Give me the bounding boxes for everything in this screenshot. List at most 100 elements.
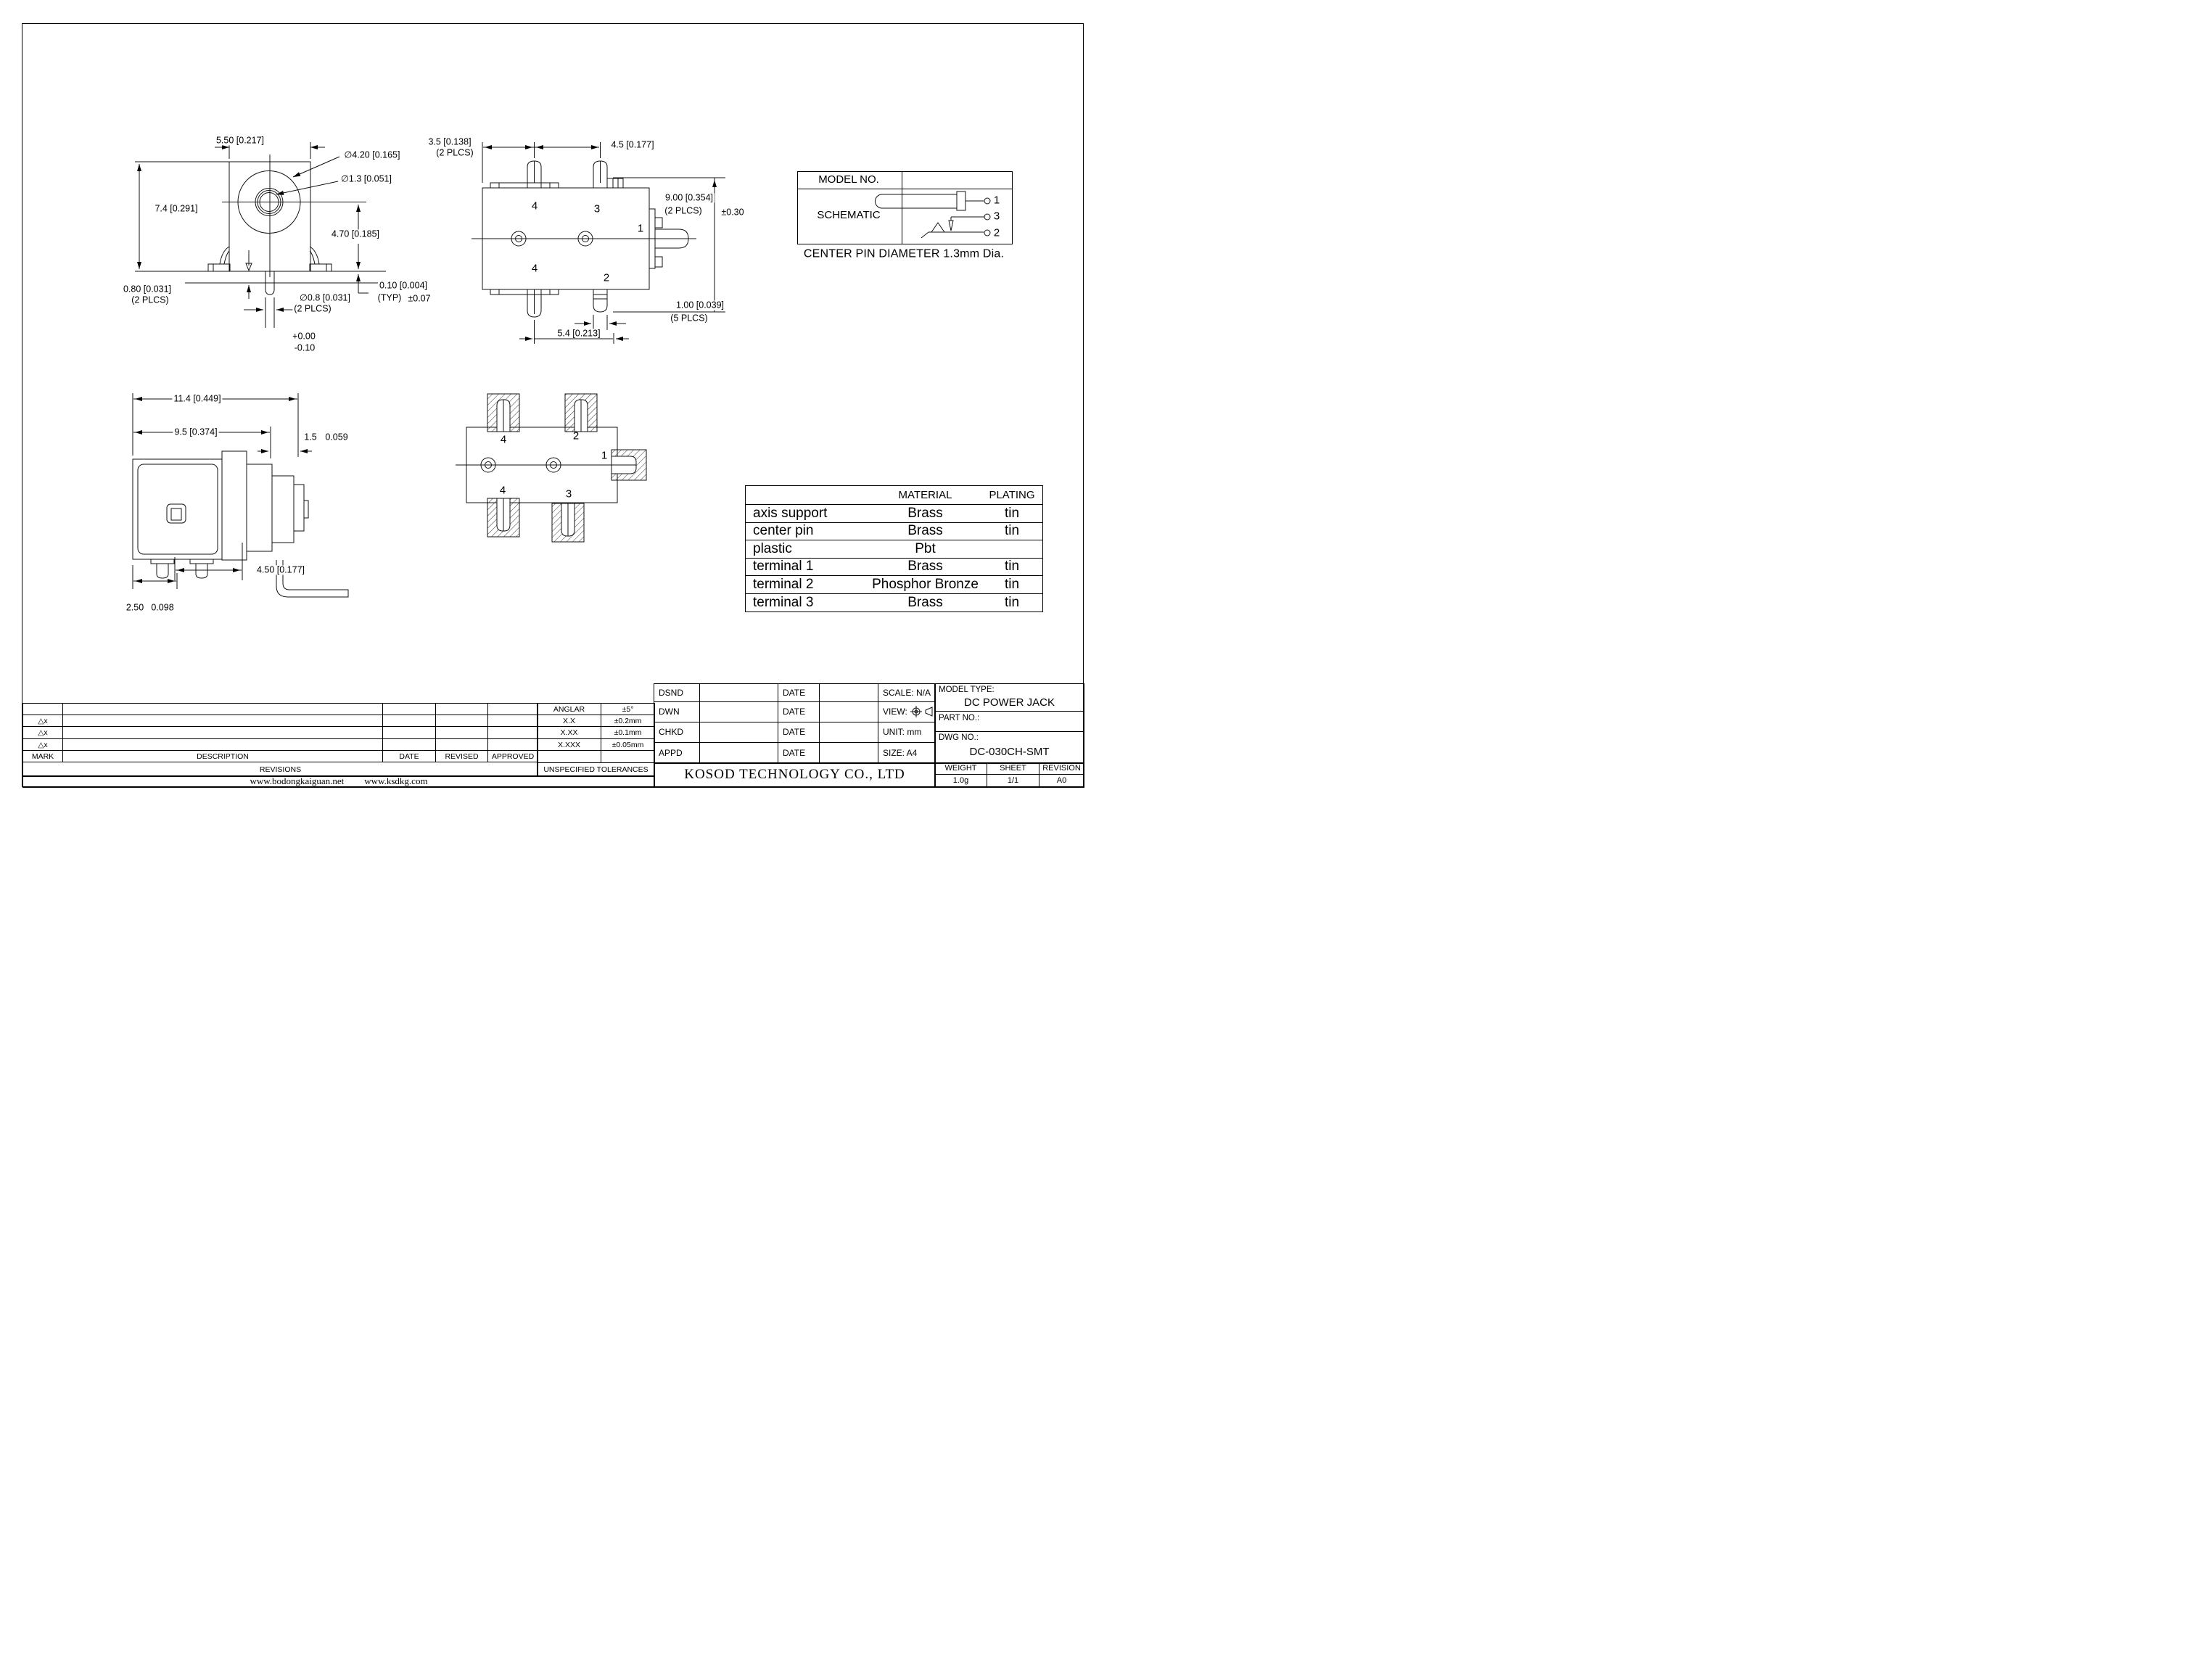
dim-side-tip-length: 1.5 <box>302 432 318 442</box>
dim-front-foot-plcs: (2 PLCS) <box>130 295 170 305</box>
dwn-label: DWN <box>654 701 700 722</box>
dim-side-foot-offset-inch: 0.098 <box>149 602 176 613</box>
material-header: MATERIAL <box>898 489 952 501</box>
part-plating: tin <box>1004 559 1020 575</box>
bottom-pin-2-label: 2 <box>572 429 580 442</box>
view-label: VIEW: <box>883 707 907 717</box>
top-view <box>472 160 696 318</box>
table-row: terminal 3 Brass tin <box>746 594 1042 612</box>
bottom-pin-1-label: 1 <box>601 449 608 462</box>
schematic-table <box>797 171 1013 244</box>
table-row: axis support Brass tin <box>746 505 1042 523</box>
part-plating: tin <box>1004 576 1020 592</box>
side-view-dims <box>132 393 312 589</box>
dim-top-pitch2: 4.5 [0.177] <box>609 139 656 150</box>
date-label: DATE <box>778 684 820 702</box>
weight-value: 1.0g <box>935 774 987 787</box>
drawing-sheet: 5.50 [0.217] ∅4.20 [0.165] ∅1.3 [0.051] … <box>0 0 1106 840</box>
company-name: KOSOD TECHNOLOGY CO., LTD <box>654 762 936 788</box>
dim-top-span: 9.00 [0.354] <box>663 192 715 203</box>
dim-front-pin-plcs: (2 PLCS) <box>292 303 333 314</box>
dim-side-foot-offset: 2.50 <box>124 602 146 613</box>
date-label: DATE <box>778 701 820 722</box>
dim-front-pin-dia: ∅0.8 [0.031] <box>298 292 352 303</box>
schematic-symbol <box>875 191 991 239</box>
size-value: SIZE: A4 <box>883 747 918 758</box>
part-material: Brass <box>907 594 943 610</box>
approved-header: APPROVED <box>488 751 538 762</box>
top-pin-2-label: 2 <box>603 271 610 284</box>
dwg-no-label: DWG NO.: <box>939 733 979 742</box>
dim-top-span-plcs: (2 PLCS) <box>663 205 704 216</box>
part-plating <box>981 540 1042 558</box>
dim-front-pin-tol-minus: -0.10 <box>292 342 317 353</box>
tolerance-value: ±0.1mm <box>601 727 654 739</box>
part-name: terminal 1 <box>753 559 814 575</box>
revisions-table: △x △x △x MARK DESCRIPTION DATE REVISED A… <box>22 703 538 777</box>
part-material: Brass <box>907 559 943 575</box>
dim-top-span-tol: ±0.30 <box>720 207 746 218</box>
tolerance-table: ANGLAR ±5° X.X ±0.2mm X.XX ±0.1mm X.XXX … <box>537 703 655 777</box>
view-cell: VIEW: <box>878 702 935 722</box>
sheet-value: 1/1 <box>987 774 1039 787</box>
dim-front-width: 5.50 [0.217] <box>214 135 266 146</box>
date-label: DATE <box>778 742 820 763</box>
mark-cell: △x <box>23 739 63 751</box>
dim-top-pin-width: 1.00 [0.039] <box>674 300 726 310</box>
dim-top-pitch1: 3.5 [0.138] <box>427 136 473 147</box>
part-no-cell: PART NO.: <box>935 711 1084 732</box>
dim-front-standoff-typ: (TYP) <box>376 292 403 303</box>
revision-label: REVISION <box>1039 763 1084 775</box>
tolerance-label: X.X <box>538 715 601 727</box>
material-table: MATERIAL PLATING axis support Brass tin … <box>745 485 1043 612</box>
part-material: Pbt <box>915 540 936 556</box>
top-pin-4b-label: 4 <box>531 262 538 275</box>
dim-top-pin-plcs: (5 PLCS) <box>669 313 709 324</box>
chkd-label: CHKD <box>654 722 700 743</box>
sheet-border <box>22 23 1084 787</box>
tolerance-label: X.XXX <box>538 739 601 751</box>
side-view <box>132 450 349 598</box>
bottom-pin-4b-label: 4 <box>499 484 506 497</box>
model-type-cell: MODEL TYPE: DC POWER JACK <box>935 684 1084 712</box>
mark-cell <box>23 704 63 715</box>
sheet-label: SHEET <box>987 762 1039 775</box>
model-type-value: DC POWER JACK <box>963 696 1055 709</box>
top-pin-3-label: 3 <box>593 202 601 215</box>
top-pin-1-label: 1 <box>637 222 644 235</box>
part-material: Brass <box>907 523 943 539</box>
dwg-no-cell: DWG NO.: DC-030CH-SMT <box>935 731 1084 762</box>
front-view <box>135 155 386 328</box>
website-1: www.bodongkaiguan.net <box>250 775 345 787</box>
schematic-pin-1: 1 <box>993 194 1000 207</box>
dim-front-height: 7.4 [0.291] <box>153 203 199 214</box>
tolerance-label: ANGLAR <box>538 704 601 715</box>
table-row: terminal 1 Brass tin <box>746 559 1042 576</box>
dim-side-body-length: 9.5 [0.374] <box>173 427 219 437</box>
mark-cell: △x <box>23 727 63 739</box>
title-block-info: MODEL TYPE: DC POWER JACK PART NO.: DWG … <box>934 683 1084 764</box>
dim-front-pin-tol-plus: +0.00 <box>291 331 317 342</box>
unit-value: UNIT: mm <box>878 722 935 743</box>
dim-front-inner-dia: ∅1.3 [0.051] <box>339 173 393 184</box>
schematic-label: SCHEMATIC <box>817 209 881 222</box>
dim-front-foot-height: 0.80 [0.031] <box>121 284 173 295</box>
part-plating: tin <box>1004 505 1020 521</box>
appd-label: APPD <box>654 742 700 763</box>
bottom-pin-3-label: 3 <box>565 487 572 501</box>
center-pin-note: CENTER PIN DIAMETER 1.3mm Dia. <box>803 247 1005 260</box>
dim-front-center-height: 4.70 [0.185] <box>329 228 382 239</box>
dim-top-pitch3: 5.4 [0.213] <box>556 328 602 339</box>
date-header: DATE <box>383 751 436 762</box>
dim-side-total-length: 11.4 [0.449] <box>172 393 223 404</box>
date-label: DATE <box>778 722 820 743</box>
website-2: www.ksdkg.com <box>364 775 428 787</box>
bottom-pin-4a-label: 4 <box>500 433 507 446</box>
part-name: terminal 3 <box>753 594 814 610</box>
dim-side-tip-length-inch: 0.059 <box>324 432 350 442</box>
cad-line-art <box>132 142 991 598</box>
revisions-label: REVISIONS <box>259 765 302 774</box>
part-material: Brass <box>907 505 943 521</box>
schematic-pin-3: 3 <box>993 210 1000 223</box>
top-pin-4a-label: 4 <box>531 199 538 213</box>
